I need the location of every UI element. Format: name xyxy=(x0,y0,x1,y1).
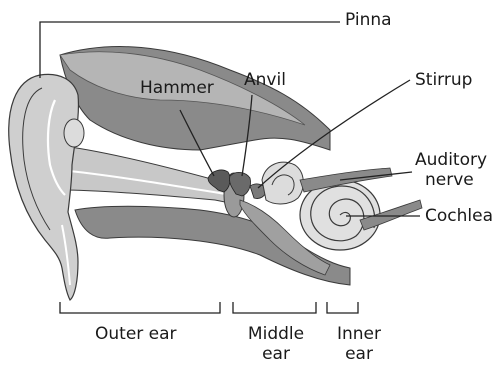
label-middle-ear-line2: ear xyxy=(240,344,312,364)
inner-ear-bracket xyxy=(327,302,358,313)
region-brackets xyxy=(60,302,358,313)
label-auditory-nerve-line2: nerve xyxy=(425,170,474,190)
middle-ear-bracket xyxy=(233,302,316,313)
semicircular-canals xyxy=(262,162,303,204)
label-outer-ear: Outer ear xyxy=(95,324,177,344)
outer-ear-bracket xyxy=(60,302,220,313)
label-hammer: Hammer xyxy=(140,78,214,98)
label-middle-ear-line1: Middle xyxy=(240,324,312,344)
label-cochlea: Cochlea xyxy=(425,206,493,226)
label-inner-ear-line1: Inner xyxy=(334,324,384,344)
label-inner-ear-line2: ear xyxy=(334,344,384,364)
label-anvil: Anvil xyxy=(244,70,286,90)
label-pinna: Pinna xyxy=(345,10,392,30)
label-stirrup: Stirrup xyxy=(415,70,472,90)
label-auditory-nerve-line1: Auditory xyxy=(415,150,487,170)
pinna-hollow xyxy=(64,119,84,147)
